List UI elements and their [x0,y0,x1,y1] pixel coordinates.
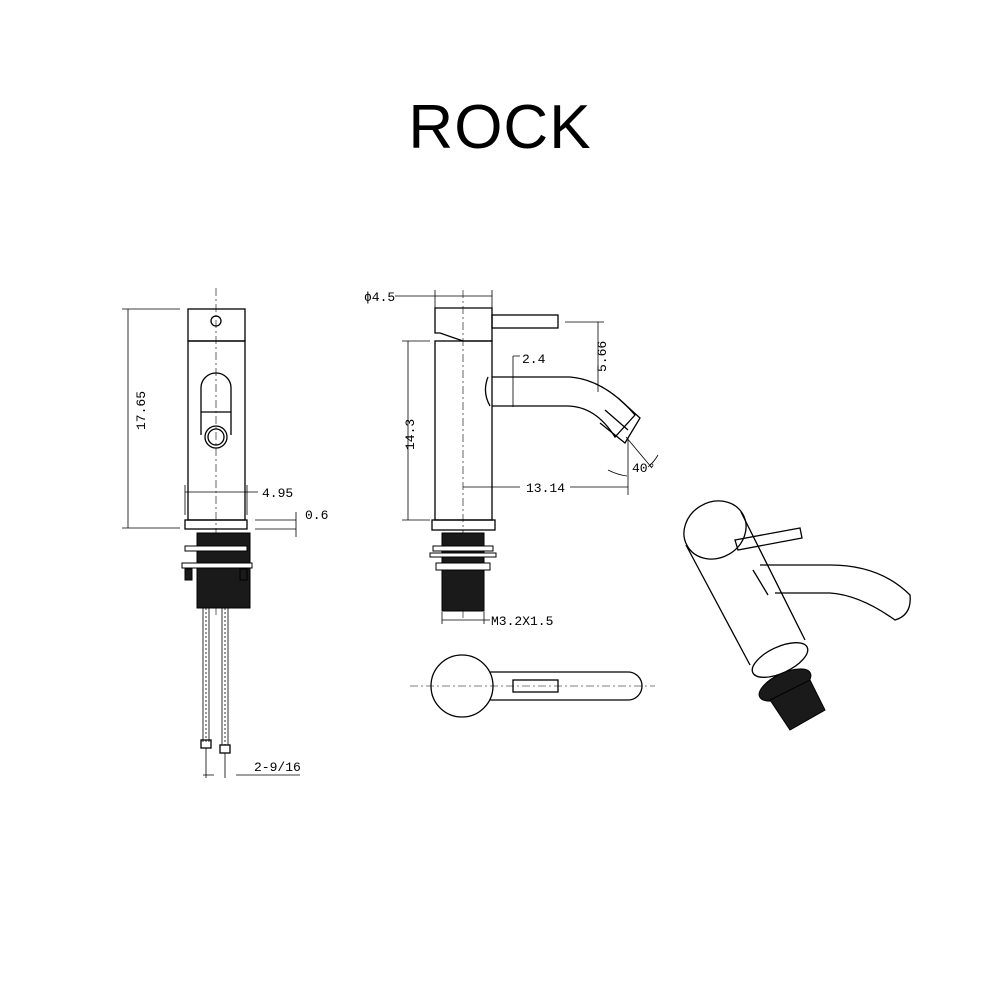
reach-dimension: 13.14 [526,481,565,496]
diameter-dimension: ϕ4.5 [364,290,395,305]
isometric-view [683,500,911,731]
top-view [410,654,655,718]
body-height-dimension: 14.3 [403,419,418,450]
spout-angle-dimension: 40° [632,461,655,476]
side-view: ϕ4.5 14.3 5.66 2.4 40° 13.14 M3.2X1.5 [364,290,659,629]
spout-diameter-dimension: 2.4 [522,352,546,367]
product-title: ROCK [408,93,592,162]
base-width-dimension: 4.95 [262,486,293,501]
front-view: 17.65 4.95 0.6 2-9/16 [122,288,328,778]
thread-dimension: M3.2X1.5 [491,614,553,629]
base-thickness-dimension: 0.6 [305,508,328,523]
spout-height-dimension: 5.66 [595,341,610,372]
hose-spacing-dimension: 2-9/16 [254,760,301,775]
height-dimension: 17.65 [134,391,149,430]
